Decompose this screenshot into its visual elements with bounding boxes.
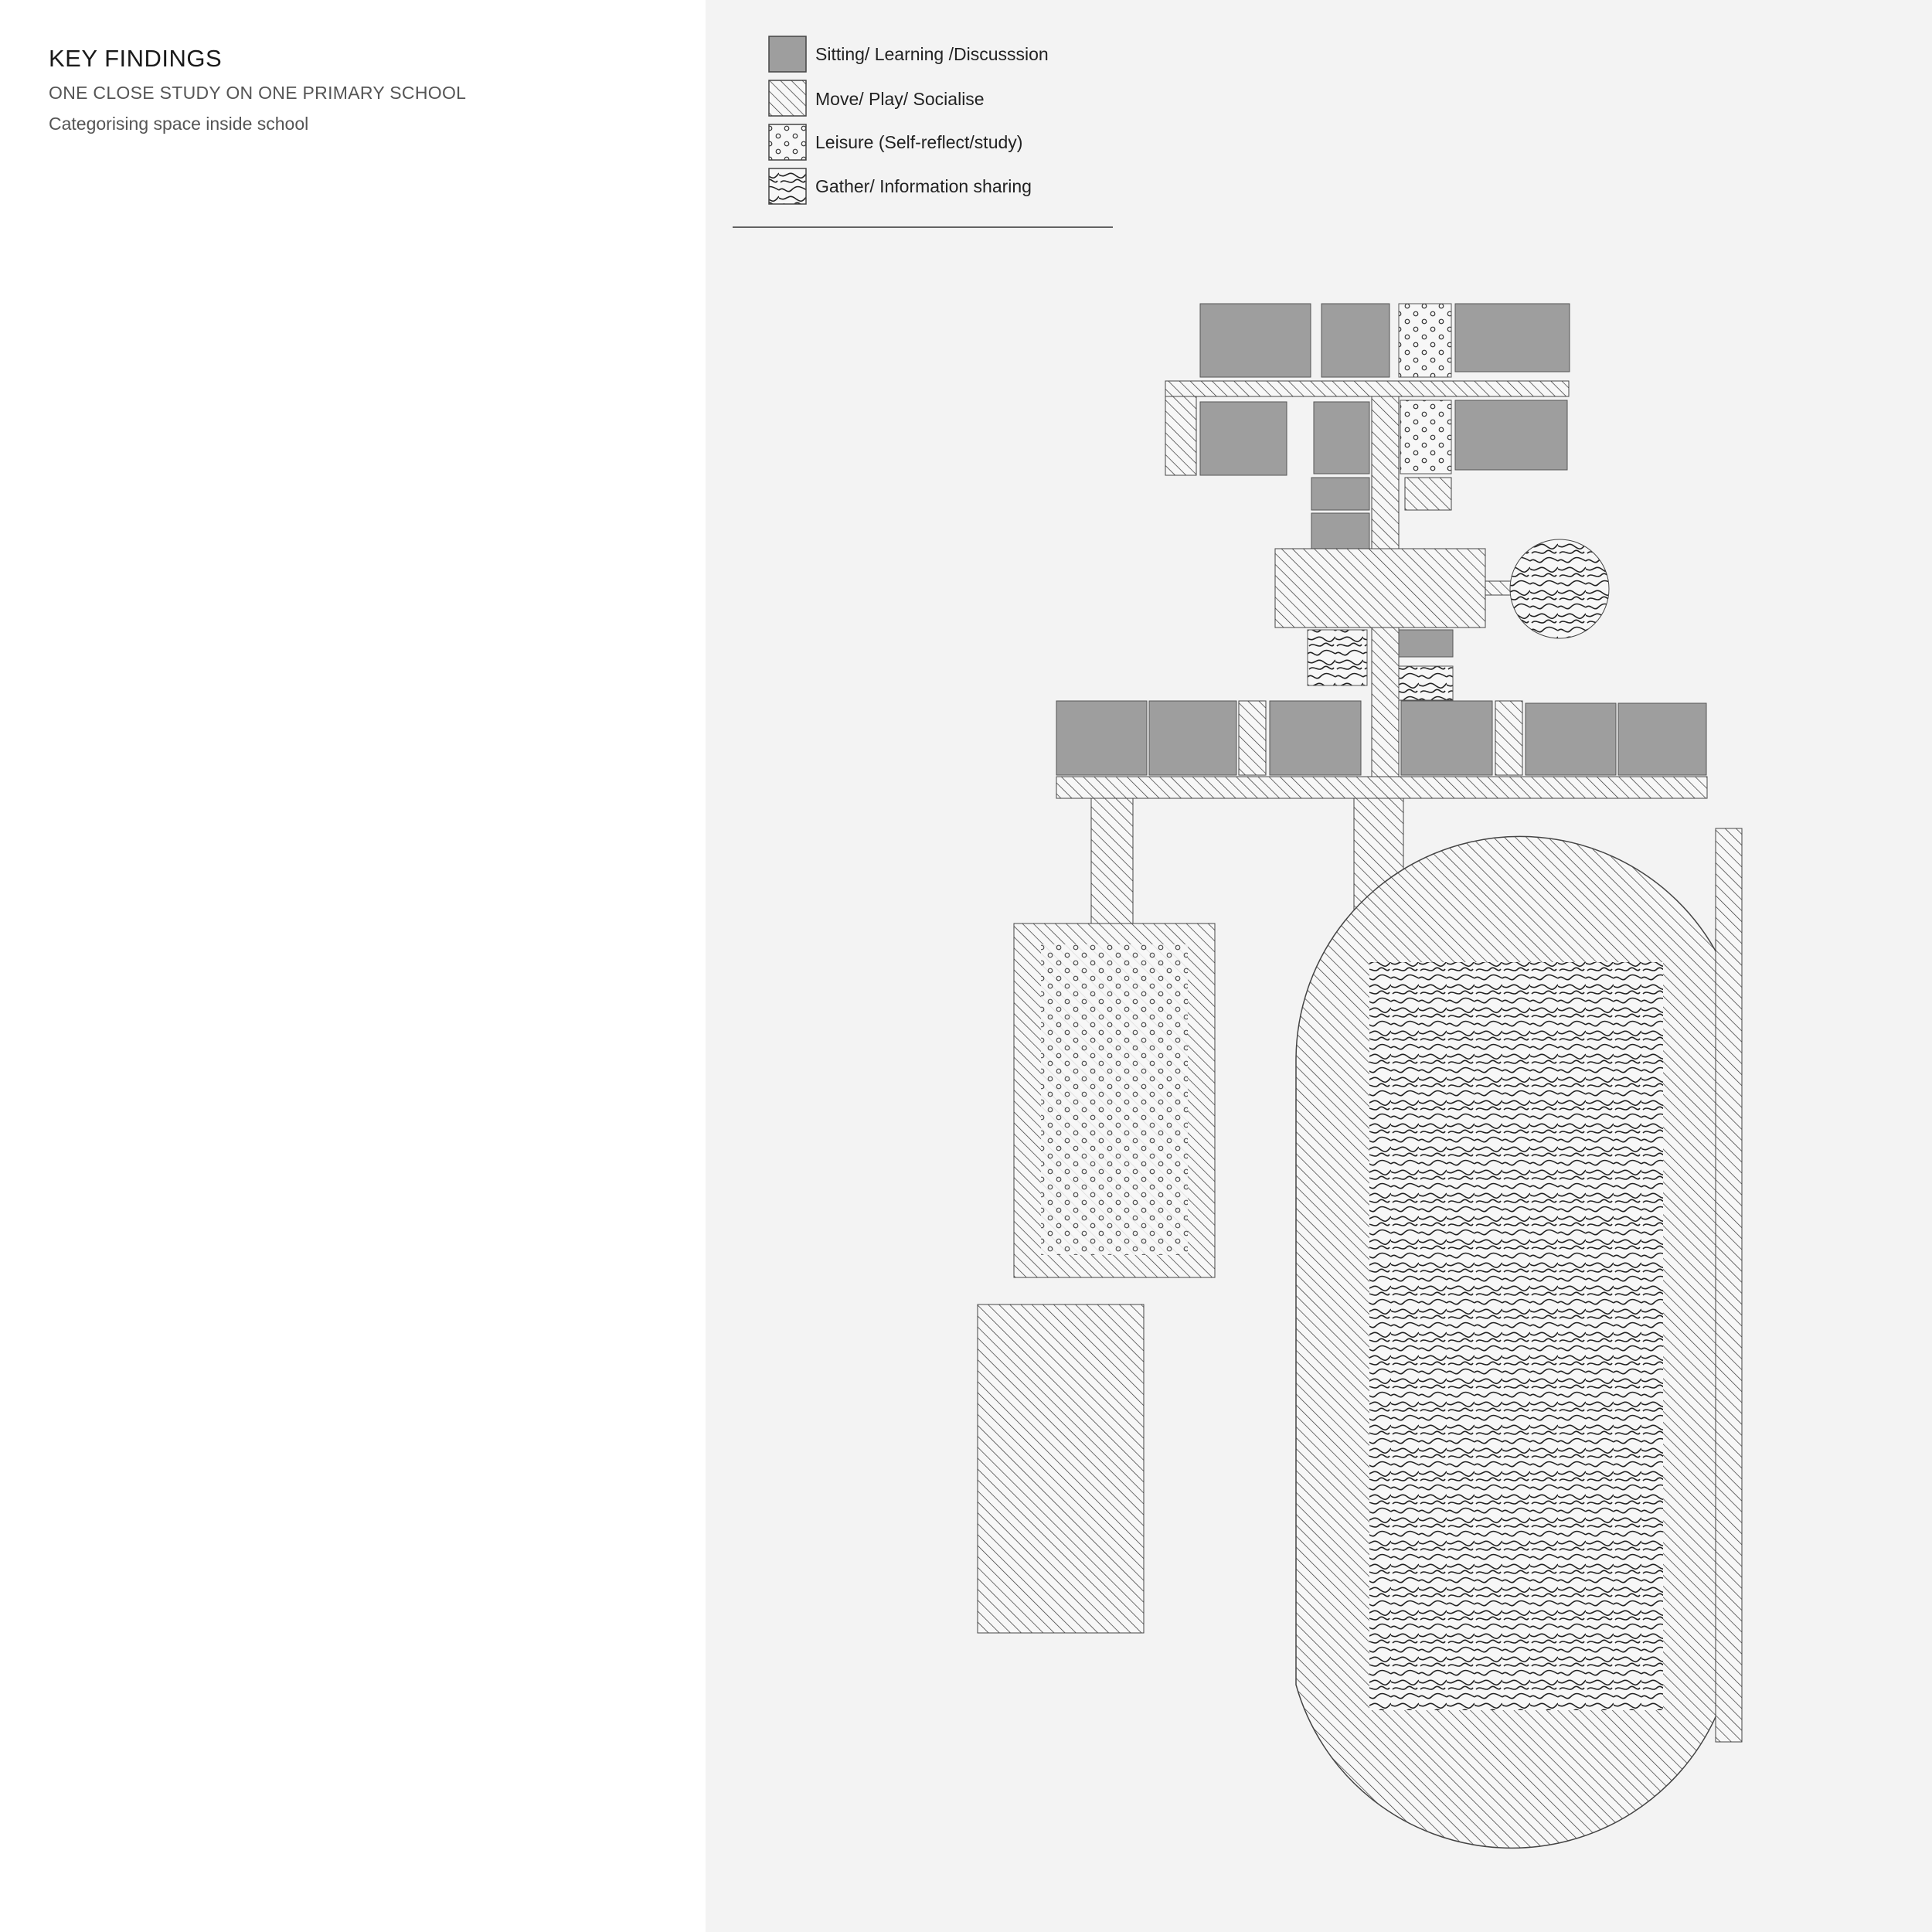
legend-item-move: Move/ Play/ Socialise [768, 80, 985, 117]
corridor [1404, 477, 1452, 511]
legend-item-sitting: Sitting/ Learning /Discusssion [768, 36, 1049, 73]
classroom [1617, 702, 1707, 776]
corridor [1238, 700, 1267, 776]
walkway-left [1090, 798, 1134, 924]
legend-swatch-dots [768, 124, 807, 161]
classroom [1525, 702, 1617, 776]
leisure-area [1400, 400, 1452, 474]
classroom [1398, 629, 1454, 658]
playground [977, 1304, 1145, 1634]
legend-swatch-solid [768, 36, 807, 73]
classroom [1454, 400, 1568, 471]
legend-item-gather: Gather/ Information sharing [768, 168, 1032, 205]
leisure-garden-inner [1041, 944, 1188, 1255]
classroom [1311, 477, 1370, 511]
page-description: Categorising space inside school [49, 114, 309, 134]
corridor [1495, 700, 1523, 776]
sports-field [1295, 828, 1743, 1849]
hall-hatch [1274, 548, 1486, 628]
field-gathering-area [1369, 962, 1663, 1710]
legend-label-sitting: Sitting/ Learning /Discusssion [815, 44, 1049, 64]
corridor [1165, 380, 1570, 397]
main-corridor [1056, 776, 1708, 799]
classroom [1311, 512, 1370, 549]
gathering-circle [1509, 539, 1610, 639]
left-text-panel: KEY FINDINGS ONE CLOSE STUDY ON ONE PRIM… [0, 0, 706, 1932]
classroom [1199, 303, 1311, 378]
classroom [1148, 700, 1237, 776]
legend: Sitting/ Learning /Discusssion Move/ Pla… [733, 36, 1113, 228]
legend-label-leisure: Leisure (Self-reflect/study) [815, 132, 1022, 152]
classroom [1199, 401, 1287, 476]
leisure-area [1398, 303, 1452, 378]
upper-building [1165, 303, 1610, 778]
classroom [1454, 303, 1570, 372]
classroom [1313, 401, 1370, 474]
page-title: KEY FINDINGS [49, 45, 223, 72]
middle-classroom-row [1056, 700, 1708, 799]
classroom [1400, 700, 1493, 776]
side-path [1715, 828, 1743, 1743]
classroom [1269, 700, 1362, 776]
gathering-area [1398, 665, 1454, 701]
classroom [1321, 303, 1390, 378]
page-subtitle: ONE CLOSE STUDY ON ONE PRIMARY SCHOOL [49, 83, 467, 103]
corridor [1165, 396, 1197, 476]
legend-swatch-squiggle [768, 168, 807, 205]
legend-label-move: Move/ Play/ Socialise [815, 89, 985, 109]
gathering-area [1307, 629, 1368, 686]
legend-label-gather: Gather/ Information sharing [815, 176, 1032, 196]
legend-item-leisure: Leisure (Self-reflect/study) [768, 124, 1022, 161]
classroom [1056, 700, 1148, 776]
legend-swatch-hatch [768, 80, 807, 117]
